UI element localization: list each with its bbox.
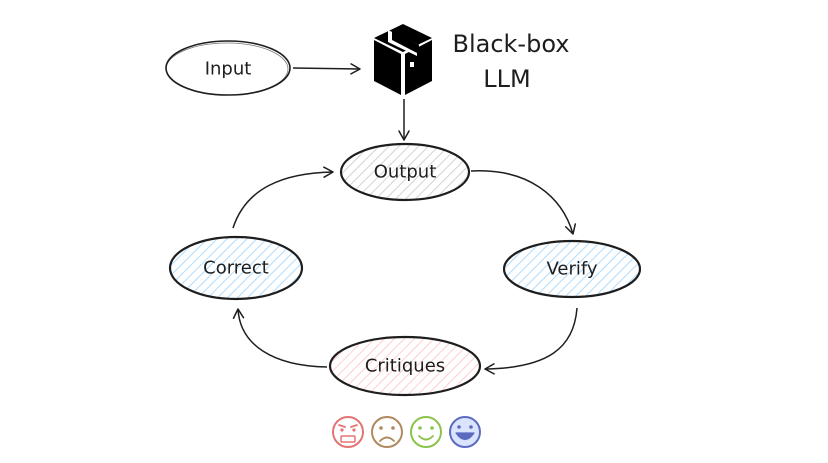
arrow-input-to-model [292, 63, 361, 75]
model-label-line1: Black-box [453, 30, 570, 58]
arrow-verify-to-critiques [484, 307, 578, 375]
verify-node: Verify [502, 239, 642, 299]
critiques-label: Critiques [365, 356, 445, 377]
arrow-correct-to-output [232, 166, 334, 229]
output-node: Output [339, 142, 471, 202]
critiques-node: Critiques [328, 335, 482, 397]
very-sad-face-icon [332, 416, 364, 448]
correct-node: Correct [168, 235, 304, 301]
happy-face-icon [410, 416, 442, 448]
verify-label: Verify [546, 259, 597, 280]
black-box-cube-icon [374, 24, 432, 95]
model-label-line2: LLM [483, 65, 530, 93]
arrow-output-to-verify [470, 170, 577, 235]
input-label: Input [205, 59, 252, 80]
output-label: Output [374, 162, 437, 183]
correct-label: Correct [203, 258, 269, 279]
sad-face-icon [371, 416, 403, 448]
very-happy-face-icon [449, 416, 481, 448]
input-node: Input [165, 40, 291, 96]
arrow-critiques-to-correct [232, 308, 328, 368]
